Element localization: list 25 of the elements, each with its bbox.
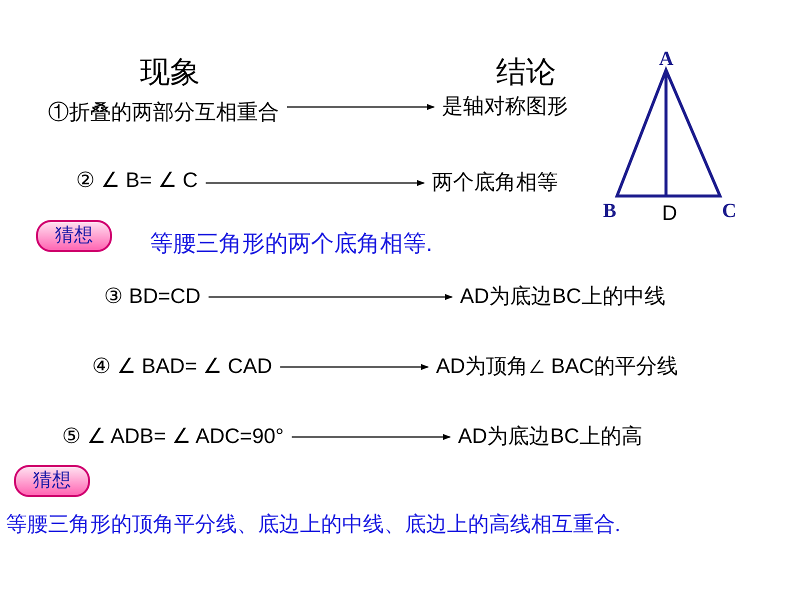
heading-text: 结论 [496, 55, 556, 91]
badge: 猜想 [36, 220, 112, 252]
vertex-label: A [659, 48, 674, 71]
vertex-label: C [722, 200, 736, 223]
statement-text: AD为顶角∠ BAC的平分线 [436, 354, 678, 380]
statement-text: ② ∠ B= ∠ C [76, 168, 198, 194]
conclusion-text: 等腰三角形的两个底角相等. [150, 229, 432, 258]
badge: 猜想 [14, 465, 90, 497]
arrow [292, 434, 451, 440]
arrow [287, 104, 435, 110]
vertex-label: D [662, 202, 678, 226]
statement-text: ④ ∠ BAD= ∠ CAD [92, 354, 272, 380]
statement-text: ①折叠的两部分互相重合 [48, 100, 279, 126]
statement-text: 是轴对称图形 [442, 94, 568, 120]
arrow [280, 364, 429, 370]
arrow [206, 180, 425, 186]
vertex-label: B [603, 200, 616, 223]
statement-text: 两个底角相等 [432, 170, 558, 196]
conclusion-text: 等腰三角形的顶角平分线、底边上的中线、底边上的高线相互重合. [6, 511, 620, 538]
statement-text: AD为底边BC上的中线 [460, 284, 666, 310]
arrow [208, 294, 453, 300]
statement-text: AD为底边BC上的高 [458, 424, 642, 450]
heading-text: 现象 [140, 55, 200, 91]
statement-text: ③ BD=CD [104, 284, 201, 310]
statement-text: ⑤ ∠ ADB= ∠ ADC=90° [62, 424, 284, 450]
